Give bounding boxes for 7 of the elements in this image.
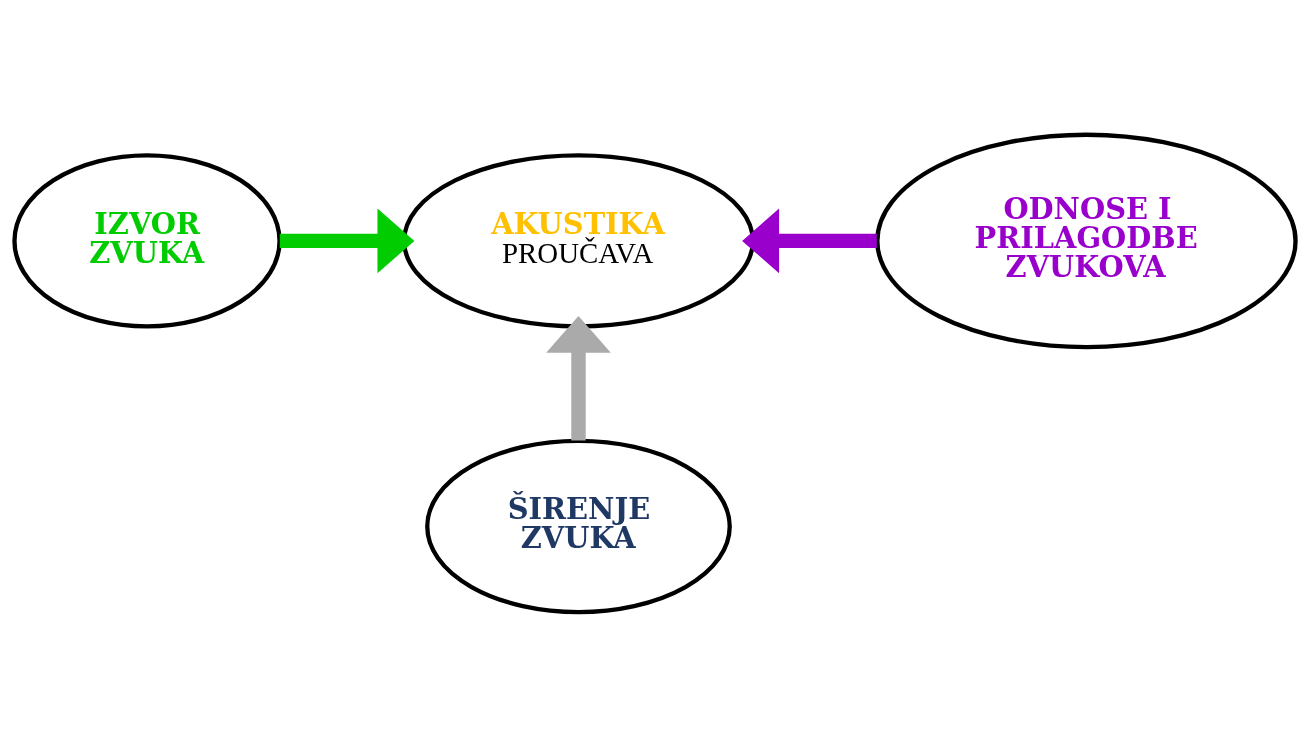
node-ellipse: ŠIRENJE ZVUKA: [425, 438, 732, 614]
arrow: [742, 208, 877, 273]
arrow: [546, 315, 611, 441]
arrow: [279, 208, 415, 273]
node-ellipse: ODNOSE I PRILAGODBE ZVUKOVA: [875, 132, 1298, 349]
node-ellipse: AKUSTIKA PROUČAVA: [401, 152, 755, 329]
node-ellipse: IZVOR ZVUKA: [12, 152, 282, 329]
